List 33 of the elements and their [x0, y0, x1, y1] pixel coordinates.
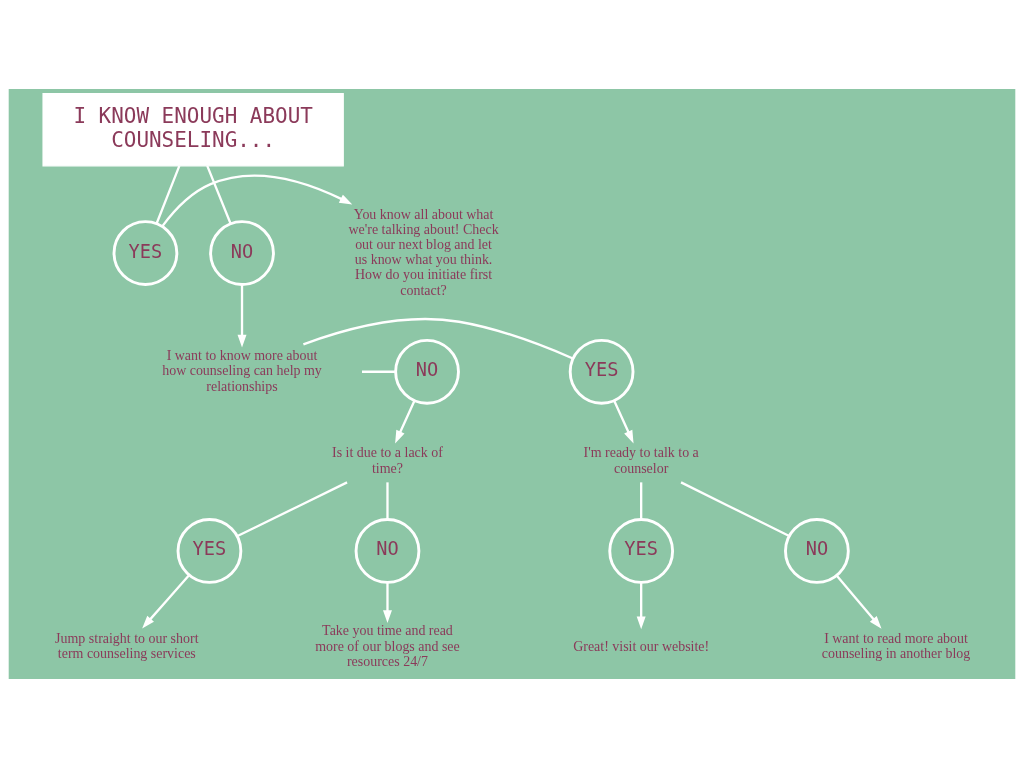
node-circle: YES — [608, 518, 675, 584]
connector — [155, 165, 181, 224]
node-circle: YES — [112, 220, 179, 286]
arrow — [237, 284, 247, 348]
node-box: I KNOW ENOUGH ABOUT COUNSELING... — [42, 93, 344, 167]
node-circle: NO — [209, 220, 275, 286]
arrow — [636, 582, 646, 630]
arrow — [383, 582, 392, 624]
connector — [303, 318, 574, 360]
node-circle: NO — [784, 518, 850, 584]
connector — [362, 370, 396, 373]
node-circle: NO — [394, 338, 460, 405]
node-text: I want to read more about counseling in another blog — [821, 631, 971, 662]
node-text: Jump straight to our short term counseling services — [55, 631, 199, 662]
connector — [680, 481, 790, 538]
node-circle: YES — [176, 518, 243, 584]
node-text: Take you time and read more of our blogs and see resources 24/7 — [315, 623, 460, 669]
connector — [206, 165, 232, 224]
arrow — [142, 574, 190, 629]
arrow — [395, 400, 416, 444]
node-text: I'm ready to talk to a counselor — [583, 445, 699, 476]
arrow — [161, 174, 353, 228]
node-text: Great! visit our website! — [573, 638, 710, 654]
node-circle: YES — [568, 338, 635, 405]
node-text: You know all about what we're talking about! Check out our next blog and let us know what you think. How do you initiate first contact? — [348, 206, 499, 298]
node-text: Is it due to a lack of time? — [332, 445, 443, 476]
node-text: I want to know more about how counseling can help my relationships — [162, 348, 322, 394]
node-circle: NO — [354, 518, 421, 584]
connector — [236, 481, 348, 538]
connector — [640, 482, 643, 520]
arrow — [835, 575, 882, 629]
connector — [386, 482, 389, 520]
arrow — [613, 400, 634, 444]
